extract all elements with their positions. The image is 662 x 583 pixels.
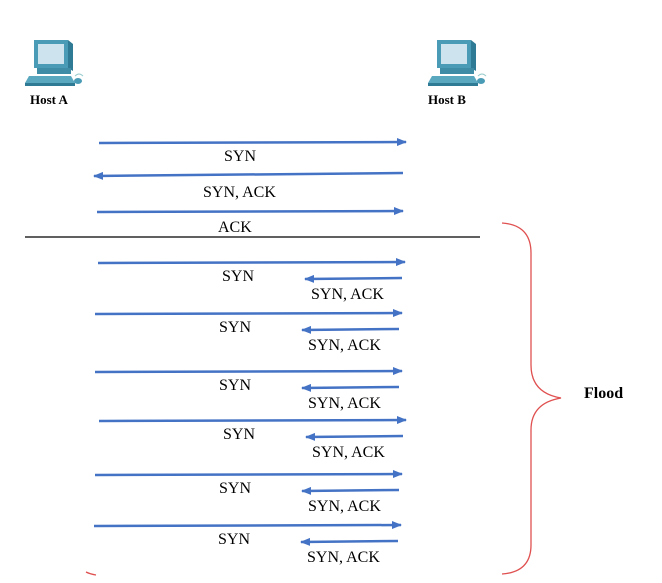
flood-label: Flood	[584, 385, 623, 402]
flood-pair: SYN SYN, ACK	[93, 521, 402, 566]
desktop-computer-icon	[25, 40, 84, 86]
brace-stub	[85, 571, 97, 576]
synack-arrow	[301, 486, 400, 495]
syn-label: SYN	[219, 319, 251, 336]
syn-arrow	[98, 416, 407, 425]
handshake-ack-arrow	[96, 207, 404, 216]
handshake-group: SYN SYN, ACK ACK	[93, 138, 407, 236]
flood-pair: SYN SYN, ACK	[98, 416, 407, 461]
handshake-synack-arrow	[93, 171, 404, 180]
handshake-synack-label: SYN, ACK	[203, 184, 276, 201]
flood-pair: SYN SYN, ACK	[94, 367, 403, 412]
host-b-label: Host B	[428, 92, 466, 107]
syn-arrow	[94, 309, 403, 318]
handshake-ack-label: ACK	[218, 219, 252, 236]
synack-label: SYN, ACK	[312, 444, 385, 461]
synack-arrow	[301, 383, 400, 392]
synack-label: SYN, ACK	[307, 549, 380, 566]
synack-arrow	[301, 325, 400, 334]
syn-label: SYN	[222, 268, 254, 285]
syn-arrow	[97, 258, 406, 267]
synack-arrow	[305, 432, 404, 441]
host-b: Host B	[428, 40, 487, 107]
syn-label: SYN	[219, 377, 251, 394]
synack-label: SYN, ACK	[308, 498, 381, 515]
desktop-computer-icon	[428, 40, 487, 86]
handshake-syn-arrow	[98, 138, 407, 147]
synack-arrow	[304, 274, 403, 283]
flood-pair: SYN SYN, ACK	[94, 470, 403, 515]
syn-arrow	[94, 470, 403, 479]
flood-brace	[501, 222, 562, 575]
syn-label: SYN	[223, 426, 255, 443]
flood-pair: SYN SYN, ACK	[97, 258, 406, 303]
syn-label: SYN	[219, 480, 251, 497]
host-a-label: Host A	[30, 92, 69, 107]
syn-label: SYN	[218, 531, 250, 548]
synack-arrow	[300, 537, 399, 546]
syn-arrow	[94, 367, 403, 376]
synack-label: SYN, ACK	[311, 286, 384, 303]
host-a: Host A	[25, 40, 84, 107]
flood-pair: SYN SYN, ACK	[94, 309, 403, 354]
synack-label: SYN, ACK	[308, 337, 381, 354]
syn-arrow	[93, 521, 402, 530]
synack-label: SYN, ACK	[308, 395, 381, 412]
flood-group: SYN SYN, ACK SYN SYN, ACK SYN SYN, ACK S…	[93, 258, 407, 566]
handshake-syn-label: SYN	[224, 148, 256, 165]
